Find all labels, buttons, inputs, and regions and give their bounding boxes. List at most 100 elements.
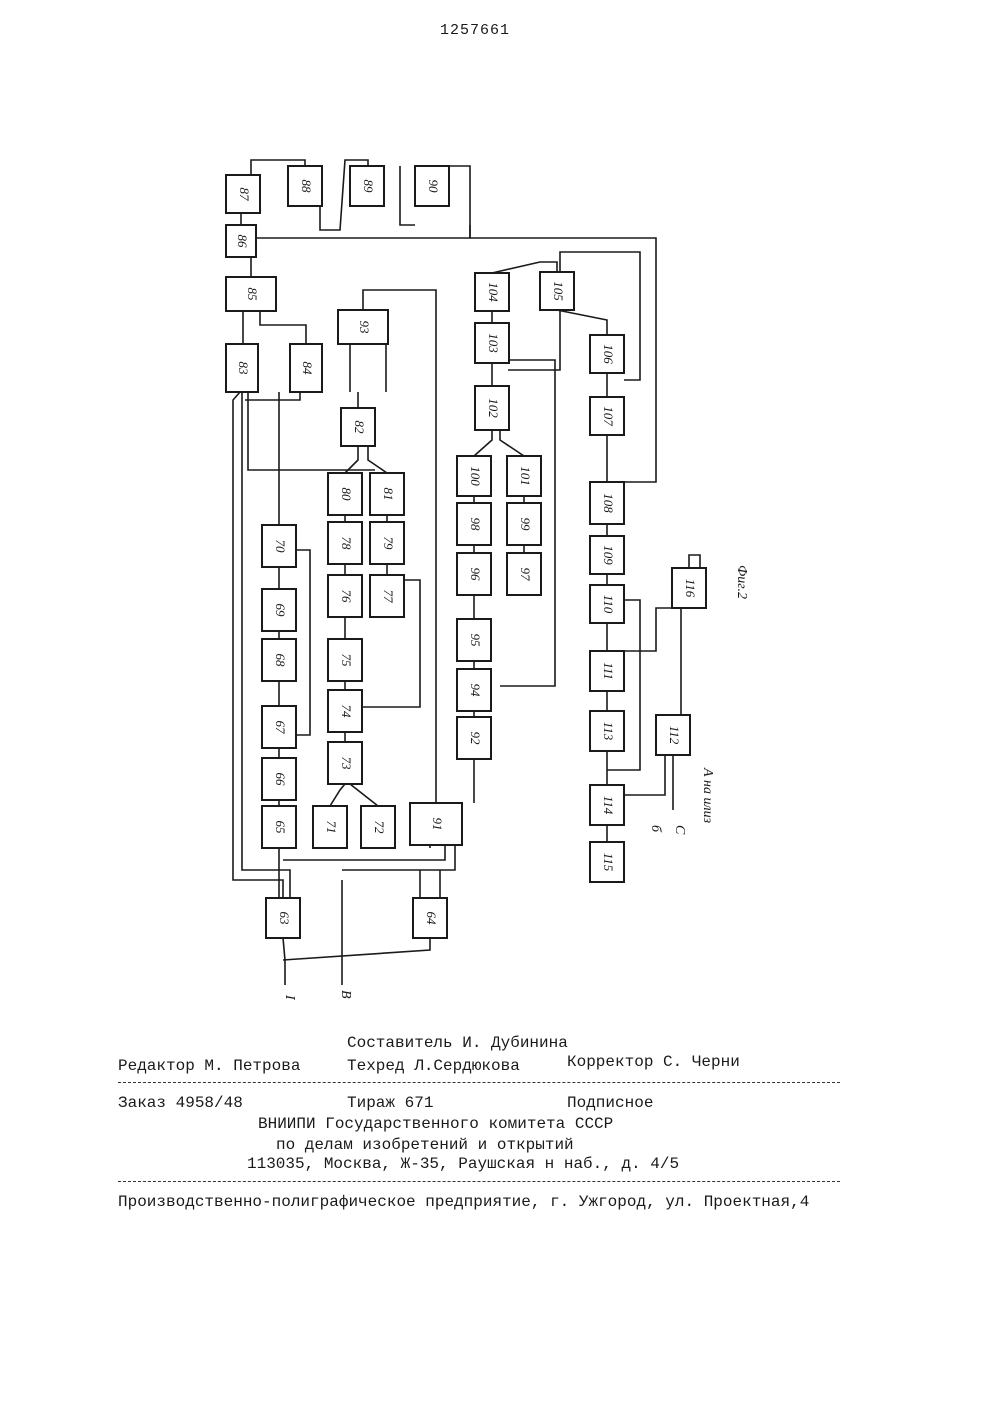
block-78-label: 78: [339, 537, 354, 551]
block-82-label: 82: [352, 421, 367, 435]
block-68: 68: [262, 639, 296, 681]
block-83: 83: [226, 344, 258, 392]
block-101: 101: [507, 456, 541, 496]
diagram-blocks: 6364656667686970717273747576777879808182…: [226, 166, 706, 938]
block-90-label: 90: [426, 180, 441, 194]
block-79-label: 79: [381, 537, 396, 551]
block-97-label: 97: [518, 568, 533, 582]
wire-3: [283, 938, 430, 960]
wire-1: [283, 938, 285, 985]
block-105: 105: [540, 272, 574, 310]
figure-label: Фиг.2: [734, 565, 749, 599]
block-91: 91: [410, 803, 462, 845]
address-line: 113035, Москва, Ж-35, Раушская н наб., д…: [247, 1155, 679, 1173]
block-85-label: 85: [245, 288, 260, 302]
wire-11: [342, 845, 455, 870]
editor-line: Редактор М. Петрова: [118, 1057, 300, 1075]
block-77-label: 77: [381, 590, 396, 604]
block-110-label: 110: [601, 595, 616, 614]
block-102: 102: [475, 386, 509, 430]
block-105-label: 105: [551, 281, 566, 301]
wire-21: [350, 784, 378, 806]
separator-bottom: [118, 1181, 840, 1182]
block-79: 79: [370, 522, 404, 564]
block-73-label: 73: [339, 757, 354, 771]
block-94-label: 94: [468, 684, 483, 698]
block-95: 95: [457, 619, 491, 661]
wire-69: [624, 608, 672, 651]
block-65-label: 65: [273, 821, 288, 835]
block-108: 108: [590, 482, 624, 524]
circulation-line: Тираж 671: [347, 1094, 433, 1112]
wire-55: [474, 430, 492, 456]
block-90: 90: [415, 166, 449, 206]
compiler-line: Составитель И. Дубинина: [347, 1034, 568, 1052]
wire-29: [345, 446, 358, 473]
block-74: 74: [328, 690, 362, 732]
block-106: 106: [590, 335, 624, 373]
block-107-label: 107: [601, 406, 616, 426]
block-104: 104: [475, 273, 509, 311]
block-72-label: 72: [372, 821, 387, 835]
block-77: 77: [370, 575, 404, 617]
block-63: 63: [266, 898, 300, 938]
block-113: 113: [590, 711, 624, 751]
block-89-label: 89: [361, 180, 376, 194]
wire-56: [500, 430, 524, 456]
block-75-label: 75: [339, 654, 354, 668]
block-109-label: 109: [601, 545, 616, 565]
block-84-label: 84: [300, 362, 315, 376]
block-67: 67: [262, 706, 296, 748]
block-115-label: 115: [601, 853, 616, 872]
wire-37: [260, 311, 306, 344]
block-99: 99: [507, 503, 541, 545]
block-110: 110: [590, 585, 624, 623]
block-111: 111: [590, 651, 624, 691]
block-101-label: 101: [518, 466, 533, 486]
block-100: 100: [457, 456, 491, 496]
block-82: 82: [341, 408, 375, 446]
block-72: 72: [361, 806, 395, 848]
block-107: 107: [590, 397, 624, 435]
block-96: 96: [457, 553, 491, 595]
block-64-label: 64: [424, 912, 439, 926]
block-98: 98: [457, 503, 491, 545]
wire-30: [368, 446, 387, 473]
block-92: 92: [457, 717, 491, 759]
org-line-1: ВНИИПИ Государственного комитета СССР: [258, 1115, 613, 1133]
signal-c-label: С: [672, 825, 687, 835]
block-103: 103: [475, 323, 509, 363]
block-114: 114: [590, 785, 624, 825]
block-89: 89: [350, 166, 384, 206]
block-diagram: 6364656667686970717273747576777879808182…: [0, 0, 1000, 1000]
wire-43: [400, 166, 415, 225]
block-88-label: 88: [299, 180, 314, 194]
subscription-line: Подписное: [567, 1094, 653, 1112]
block-80: 80: [328, 473, 362, 515]
wire-60: [557, 310, 607, 335]
block-103-label: 103: [486, 333, 501, 353]
block-74-label: 74: [339, 705, 354, 719]
block-108-label: 108: [601, 493, 616, 513]
block-87-label: 87: [237, 188, 252, 202]
signal-v-label: В: [338, 990, 353, 999]
block-66: 66: [262, 758, 296, 800]
signal-b-label: б: [648, 825, 663, 833]
block-68-label: 68: [273, 654, 288, 668]
signal-a-label: А на илиз: [700, 767, 715, 824]
block-70-label: 70: [273, 540, 288, 554]
block-84: 84: [290, 344, 322, 392]
block-92-label: 92: [468, 732, 483, 746]
block-106-label: 106: [601, 344, 616, 364]
block-63-label: 63: [277, 912, 292, 926]
block-115: 115: [590, 842, 624, 882]
block-93: 93: [338, 310, 388, 344]
block-71: 71: [313, 806, 347, 848]
wire-20: [330, 784, 345, 806]
block-104-label: 104: [486, 282, 501, 302]
block-65: 65: [262, 806, 296, 848]
block-71-label: 71: [324, 821, 339, 834]
block-81-label: 81: [381, 488, 396, 501]
block-67-label: 67: [273, 721, 288, 735]
block-88: 88: [288, 166, 322, 206]
